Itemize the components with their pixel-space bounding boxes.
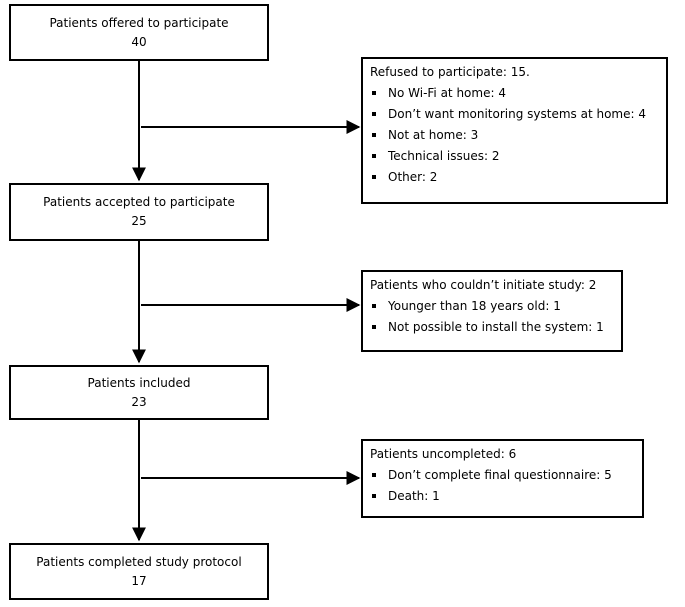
stage-offered-count: 40	[131, 34, 147, 49]
stage-completed: Patients completed study protocol 17	[9, 543, 269, 600]
exclusion-refused: Refused to participate: 15. No Wi-Fi at …	[361, 57, 668, 204]
stage-accepted-label: Patients accepted to participate	[43, 195, 235, 209]
exclusion-refused-heading: Refused to participate: 15.	[370, 65, 530, 79]
exclusion-not-initiated: Patients who couldn’t initiate study: 2 …	[361, 270, 623, 352]
list-item: Don’t want monitoring systems at home: 4	[370, 104, 658, 125]
exclusion-not-initiated-heading: Patients who couldn’t initiate study: 2	[370, 278, 597, 292]
stage-completed-count: 17	[131, 573, 147, 588]
list-item: Younger than 18 years old: 1	[370, 296, 613, 317]
stage-included: Patients included 23	[9, 365, 269, 420]
stage-completed-label: Patients completed study protocol	[36, 554, 242, 569]
stage-accepted: Patients accepted to participate 25	[9, 183, 269, 241]
stage-included-count: 23	[131, 394, 147, 409]
list-item: Technical issues: 2	[370, 146, 658, 167]
list-item: Not possible to install the system: 1	[370, 317, 613, 338]
list-item: Other: 2	[370, 167, 658, 188]
stage-offered-label: Patients offered to participate	[49, 15, 229, 30]
list-item: Not at home: 3	[370, 125, 658, 146]
list-item: Death: 1	[370, 486, 634, 507]
exclusion-uncompleted: Patients uncompleted: 6 Don’t complete f…	[361, 439, 644, 518]
list-item: No Wi-Fi at home: 4	[370, 83, 658, 104]
exclusion-uncompleted-heading: Patients uncompleted: 6	[370, 447, 517, 461]
stage-included-label: Patients included	[87, 375, 191, 390]
stage-accepted-count: 25	[131, 214, 147, 228]
stage-offered: Patients offered to participate 40	[9, 4, 269, 61]
list-item: Don’t complete final questionnaire: 5	[370, 465, 634, 486]
